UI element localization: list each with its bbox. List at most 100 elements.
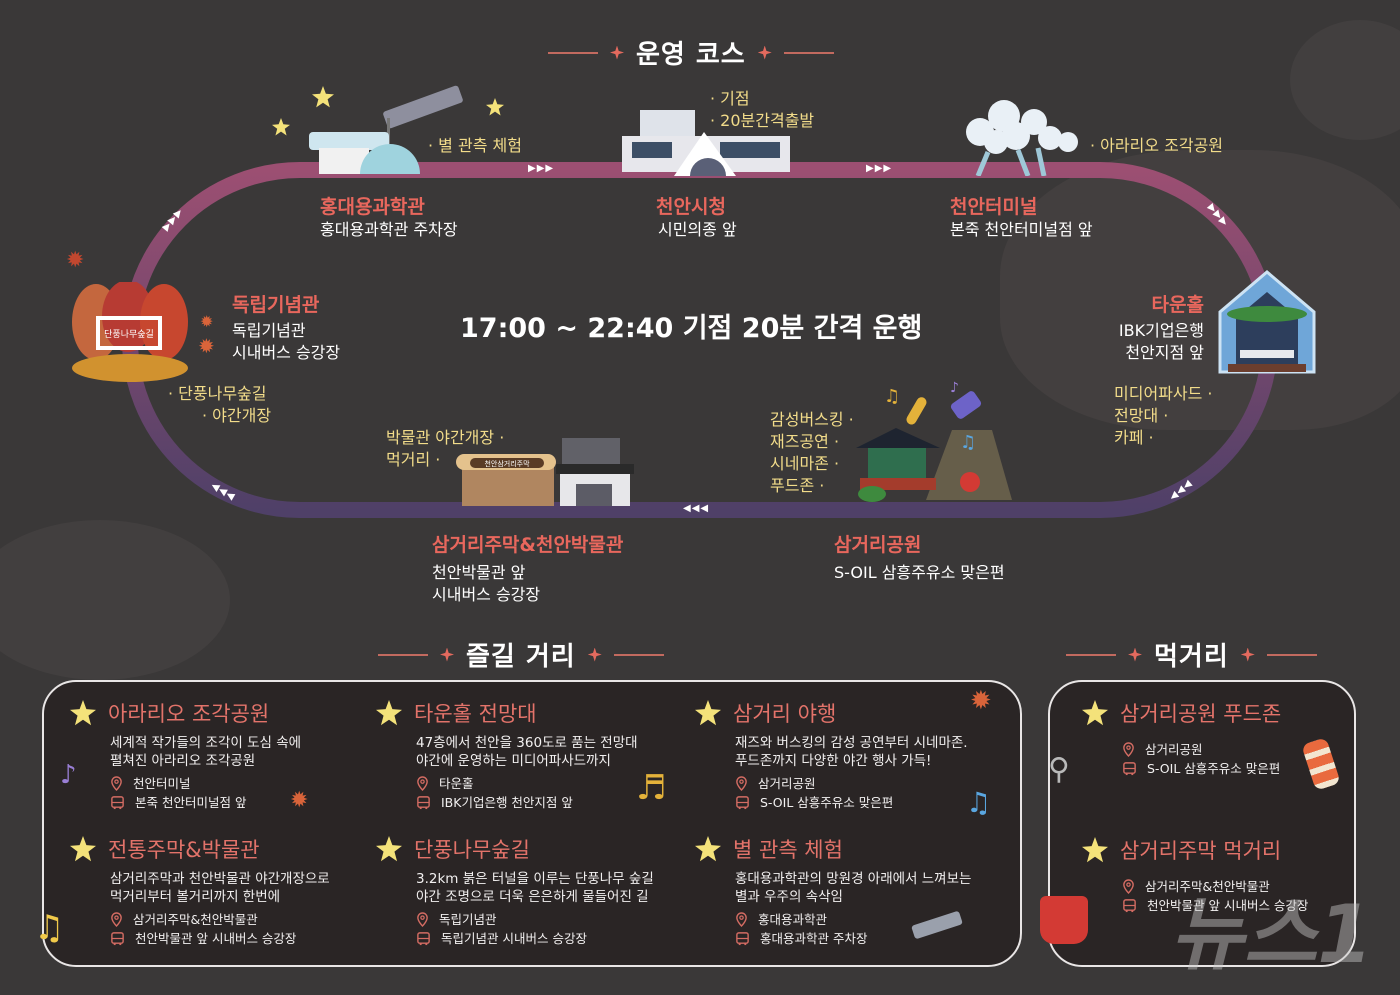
item-bus-stop: S-OIL 삼흥주유소 맞은편 [760,795,894,810]
bus-icon [111,932,124,946]
item-location: 삼거리공원 [758,776,816,791]
feature-line: · 단풍나무숲길 [168,384,267,403]
location-line: 독립기념관 [232,321,306,340]
stop-location: 시민의종 앞 [658,220,737,239]
food-section-title: 먹거리 [1066,636,1317,673]
location-pin-icon [111,776,122,791]
item-bus-stop: 천안박물관 앞 시내버스 승강장 [135,931,297,946]
divider-line [1266,653,1317,656]
item-location: 삼거리주막&천안박물관 [1145,879,1270,894]
item-title: 전통주막&박물관 [108,838,260,862]
background-cloud [0,520,230,680]
stop-feature: 미디어파사드 · 전망대 · 카페 · [1114,383,1213,449]
item-title: 삼거리 야행 [733,702,837,726]
feature-line: 푸드존 · [770,476,825,495]
location-line: 시내버스 승강장 [232,343,341,362]
watermark: 뉴스1 [1170,888,1373,981]
star-icon [695,700,721,726]
item-title: 삼거리공원 푸드존 [1120,702,1282,726]
item-title: 단풍나무숲길 [414,838,530,862]
location-line: 천안박물관 앞 [432,563,526,582]
feature-line: 먹거리 · [386,450,441,469]
item-location: 홍대용과학관 [758,912,828,927]
star-icon [70,700,96,726]
feature-line: 재즈공연 · [770,432,840,451]
bus-icon [417,796,430,810]
music-note-icon: ♫ [960,432,977,453]
bus-icon [1123,762,1136,776]
desc-line: 먹거리부터 볼거리까지 한번에 [110,889,281,905]
maple-leaf-icon: ✹ [970,686,992,716]
stop-name: 삼거리공원 [834,534,922,556]
item-bus-stop: 홍대용과학관 주차장 [760,931,868,946]
feature-line: · 야간개장 [202,406,272,425]
stop-feature: 박물관 야간개장 · 먹거리 · [386,427,504,471]
desc-line: 47층에서 천안을 360도로 품는 전망대 [416,735,638,751]
desc-line: 세계적 작가들의 조각이 도심 속에 [110,735,302,751]
science-museum-illustration [309,85,463,174]
item-location: 천안터미널 [133,776,191,791]
stop-name: 삼거리주막&천안박물관 [432,534,624,556]
divider-line [613,653,664,656]
town-hall-illustration [1218,270,1316,374]
stop-name: 천안시청 [656,196,726,218]
item-title: 아라리오 조각공원 [108,702,270,726]
location-pin-icon [417,912,428,927]
feature-line: 카페 · [1114,428,1154,447]
desc-line: 재즈와 버스킹의 감성 공연부터 시네마존. [735,735,968,751]
item-location: 타운홀 [439,776,474,791]
stop-feature: · 별 관측 체험 [428,136,522,155]
music-note-icon: ♪ [60,760,77,790]
location-line: IBK기업은행 [1118,321,1204,340]
stop-location: S-OIL 삼흥주유소 맞은편 [834,563,1005,582]
bus-icon [736,932,749,946]
music-note-icon: ♪ [950,380,959,396]
location-pin-icon [417,776,428,791]
section-heading: 즐길 거리 [466,642,576,672]
desc-line: 야간 조명으로 더욱 은은하게 물들어진 길 [416,889,649,905]
section-heading: 먹거리 [1154,642,1229,672]
background-cloud [1290,20,1400,140]
item-bus-stop: 본죽 천안터미널점 앞 [135,795,247,810]
feature-line: · 20분간격출발 [710,111,815,130]
food-card [1048,680,1356,967]
star-icon [695,836,721,862]
svg-text:단풍나무숲길: 단풍나무숲길 [104,329,154,340]
item-title: 타운홀 전망대 [414,702,537,726]
feature-line: · 기점 [710,89,750,108]
item-bus-stop: S-OIL 삼흥주유소 맞은편 [1147,761,1281,776]
location-pin-icon [1123,879,1134,894]
sculpture-illustration [966,100,1078,176]
fork-spoon-icon: ⚲ [1048,752,1070,787]
item-title: 삼거리주막 먹거리 [1120,839,1282,863]
course-section-title: 운영 코스 [548,34,834,71]
item-bus-stop: IBK기업은행 천안지점 앞 [441,795,573,810]
pavilion-illustration [856,391,1012,502]
jumak-museum-illustration: 천안삼거리주막 [456,438,634,506]
enjoy-card [42,680,1022,967]
desc-line: 별과 우주의 속삭임 [735,889,843,905]
feature-line: 시네마존 · [770,454,840,473]
feature-line: 박물관 야간개장 · [386,428,505,447]
location-pin-icon [736,912,747,927]
desc-line: 펼쳐진 아라리오 조각공원 [110,753,256,769]
enjoy-section-title: 즐길 거리 [378,636,664,673]
divider-line [783,51,834,54]
desc-line: 삼거리주막과 천안박물관 야간개장으로 [110,871,330,887]
bus-icon [1123,899,1136,913]
stop-feature: · 아라리오 조각공원 [1090,136,1224,155]
stop-location: IBK기업은행 천안지점 앞 [1080,320,1204,364]
food-item: 삼거리공원 푸드존 삼거리공원 S-OIL 삼흥주유소 맞은편 [1082,698,1281,778]
star-icon [376,836,402,862]
direction-arrows: ▶▶▶ [866,163,893,174]
star-icon [376,700,402,726]
city-hall-illustration [622,110,790,176]
divider-line [378,653,428,656]
